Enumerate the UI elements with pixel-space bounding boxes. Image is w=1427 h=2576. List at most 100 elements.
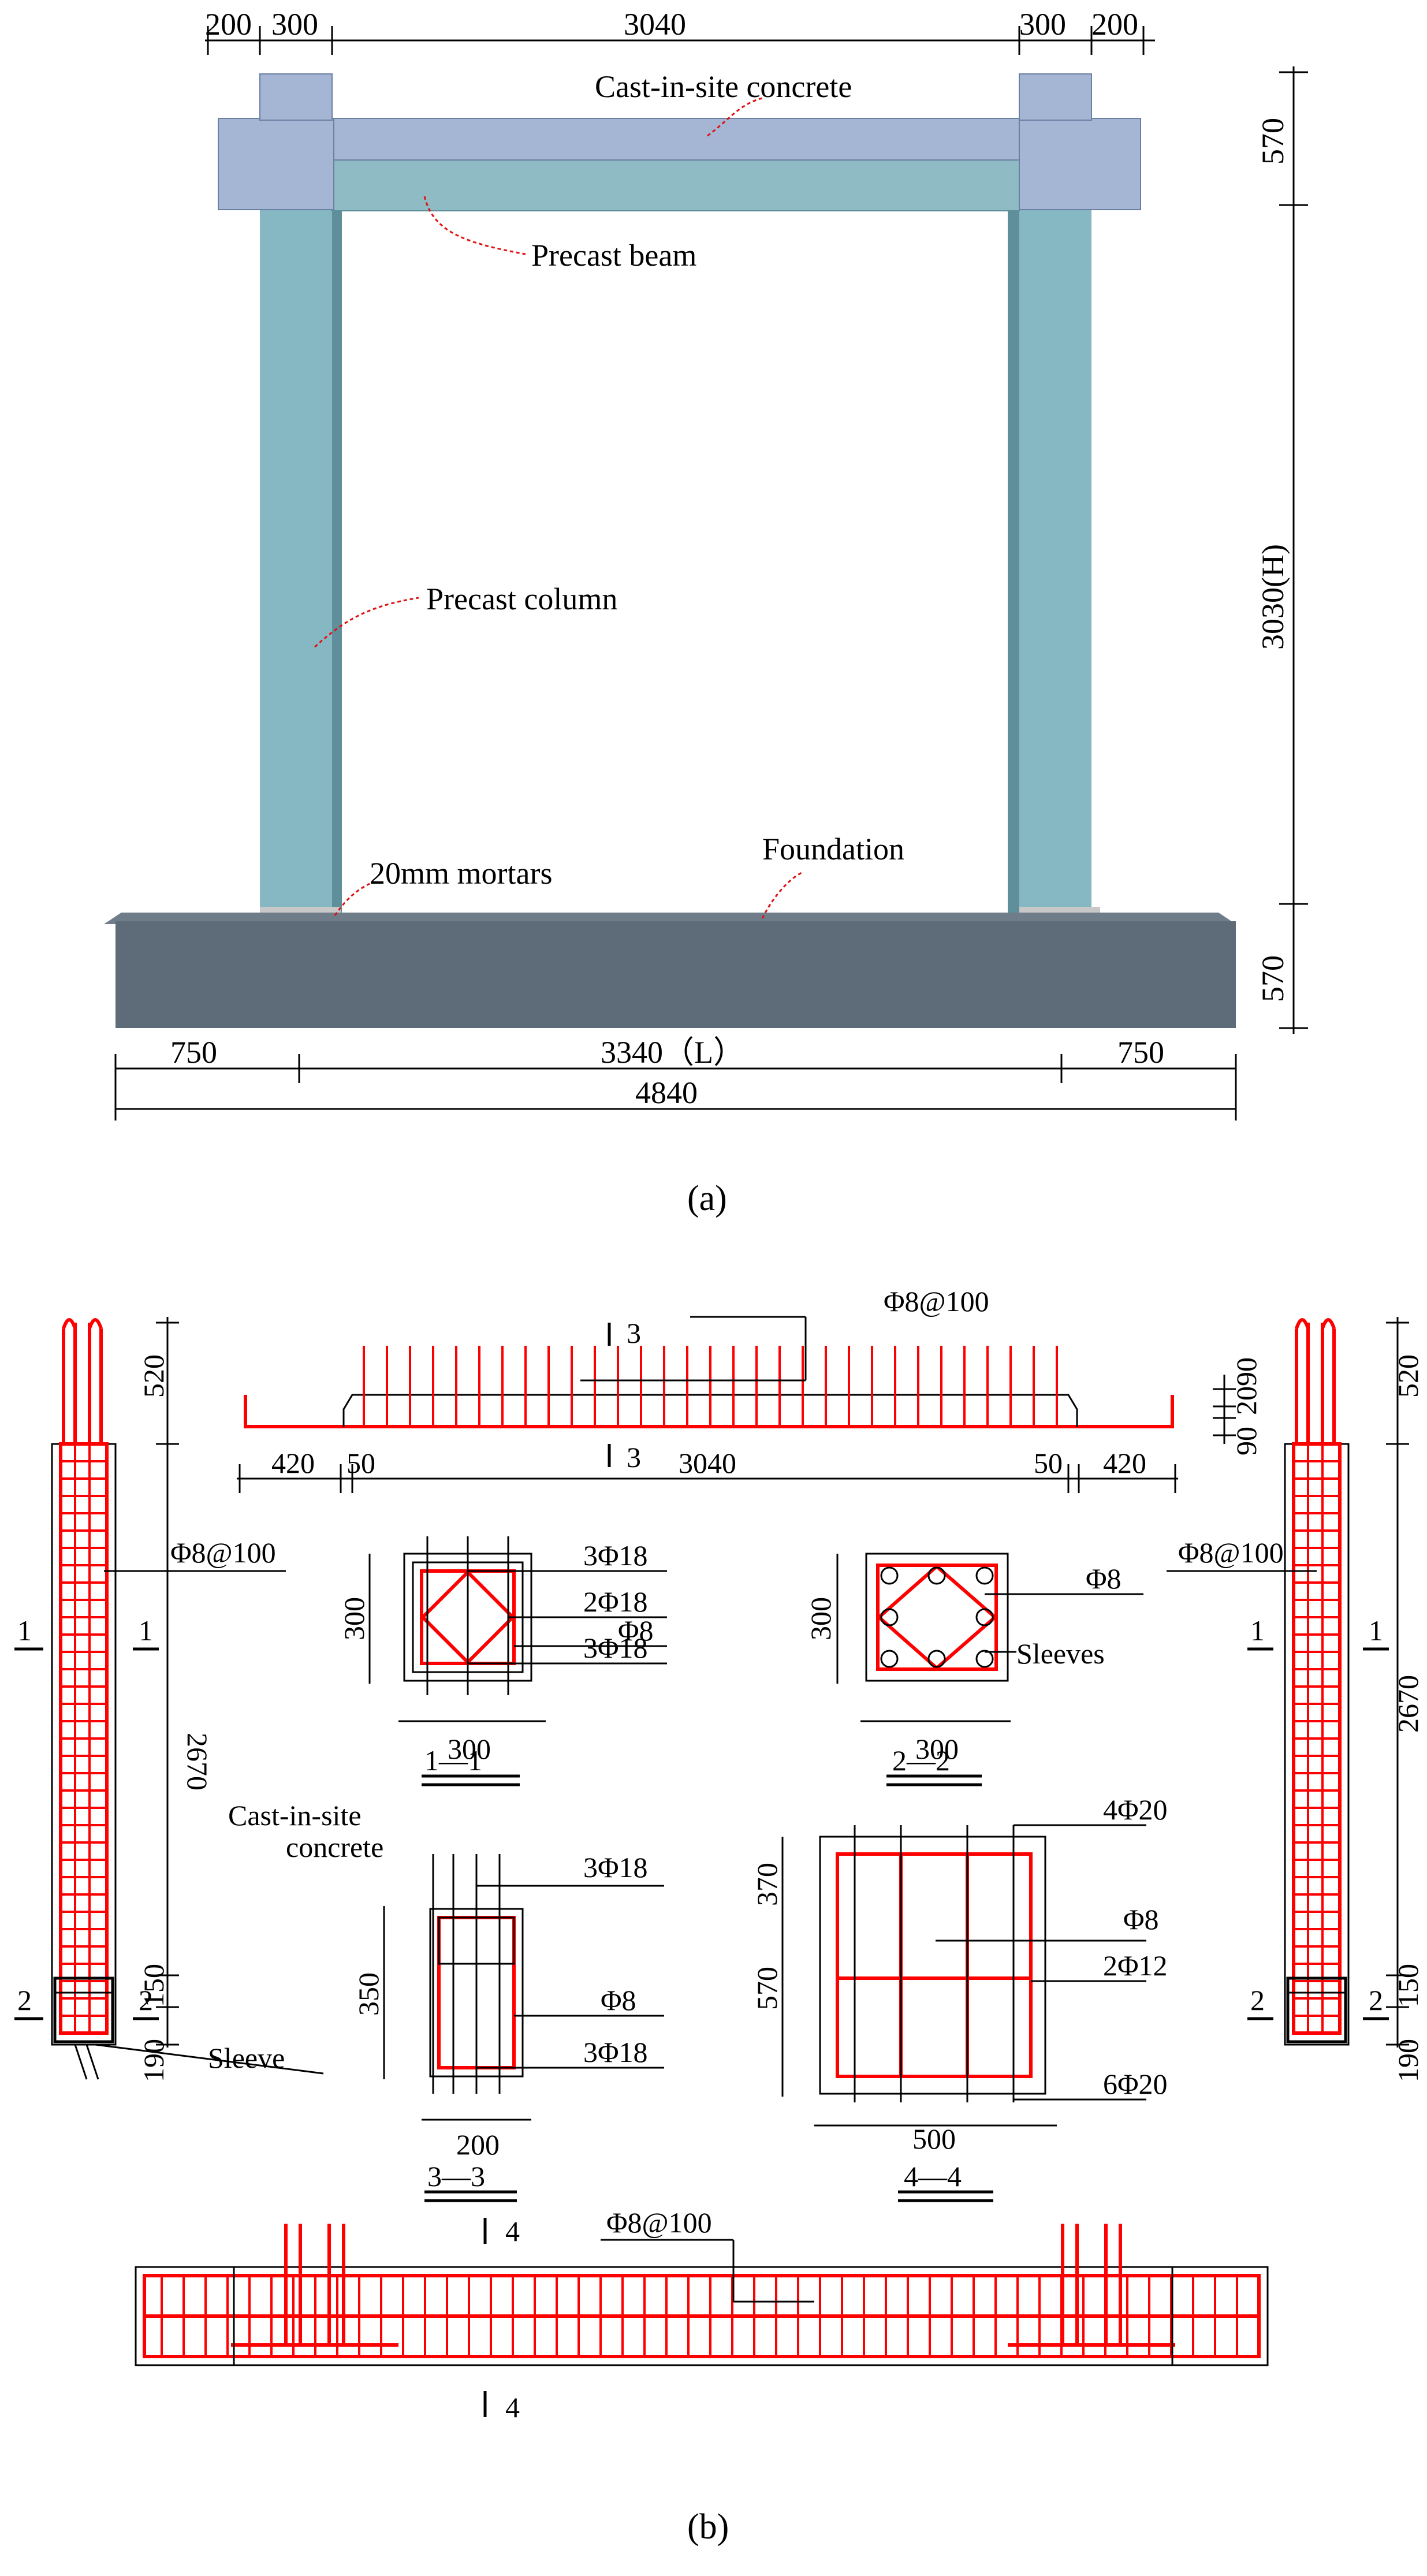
foundation-block [115,921,1236,1028]
sec44-bar-mid: 2Φ12 [1103,1949,1168,1982]
sec44-width: 500 [912,2123,956,2155]
sec33-title: 3—3 [427,2160,485,2192]
dim-top-4: 300 [1019,7,1066,42]
right-column-side [1008,208,1020,913]
label-precast-column: Precast column [426,582,617,616]
sec11-bar-bottom: 3Φ18 [583,1632,648,1664]
leader-precast-column [314,597,419,648]
left-column [260,202,332,913]
left-col-cut-2b: 2 [139,1984,153,2016]
right-col-dim-2670: 2670 [1392,1675,1424,1733]
left-col-dim-150: 150 [137,1964,170,2007]
dim-top-5: 200 [1091,7,1138,42]
beam-cut-mark-bottom: 3 [627,1441,641,1473]
beam-dim-420-left: 420 [271,1447,315,1479]
sec22-title: 2—2 [892,1744,950,1777]
right-col-dim-190: 190 [1392,2039,1424,2082]
section-3-3 [383,1854,664,2202]
leader-cast-in-site [707,97,763,137]
dim-top-2: 300 [271,7,318,42]
foundation-stirrup-note: Φ8@100 [606,2206,712,2239]
foundation-beam [135,2218,1269,2417]
sec33-height: 350 [352,1972,385,2016]
left-col-dim-190: 190 [137,2039,170,2082]
sec11-stirrup: Φ8 [618,1614,654,1647]
sec44-stirrup: Φ8 [1123,1903,1159,1935]
sec11-title: 1—1 [424,1744,482,1777]
right-column [1019,202,1091,913]
right-col-cut-2b: 2 [1369,1984,1383,2016]
beam-dim-50-left: 50 [346,1447,375,1479]
left-col-cut-1a: 1 [17,1614,32,1647]
sec11-width: 300 [448,1733,491,1765]
section-4-4 [781,1824,1146,2202]
dim-bottom-3: 750 [1117,1035,1164,1070]
right-mortar [1019,907,1100,913]
dim-total: 4840 [635,1075,698,1110]
left-col-dim-2670: 2670 [181,1733,214,1790]
left-column-side [329,208,342,913]
beam-elevation [237,1316,1236,1493]
sec44-title: 4—4 [904,2160,962,2192]
beam-dim-3040: 3040 [679,1447,736,1479]
beam-dim-90-top: 90 [1230,1357,1262,1386]
right-col-dim-520: 520 [1392,1354,1424,1398]
sec22-width: 300 [915,1733,959,1765]
section-1-1 [368,1536,667,1786]
sec33-width: 200 [456,2128,500,2161]
beam-cut-mark-top: 3 [627,1317,641,1349]
cast-in-site-layer [331,118,1020,161]
left-col-cut-2a: 2 [17,1984,32,2016]
label-mortars: 20mm mortars [370,856,552,891]
sec22-sleeves-label: Sleeves [1016,1637,1105,1670]
dim-bottom-1: 750 [170,1035,217,1070]
top-dimension: 200 300 3040 300 200 [205,7,1155,55]
panel-b: 520 2670 150 190 1 1 2 2 Φ8@100 Sleeve [14,1285,1424,2547]
left-col-dim-520: 520 [137,1354,170,1398]
sec22-stirrup: Φ8 [1086,1562,1122,1595]
right-dimension: 570 3030(H) 570 [1255,66,1308,1034]
label-cast-in-site: Cast-in-site concrete [595,69,852,104]
foundation-cut-bottom: 4 [505,2391,520,2424]
sec44-height-upper: 370 [751,1863,783,1906]
dim-right-3: 570 [1255,955,1290,1002]
left-joint-cap [259,73,333,121]
section-2-2 [836,1553,1143,1786]
sec11-bar-top: 3Φ18 [583,1539,648,1572]
right-col-cut-1b: 1 [1369,1614,1383,1647]
dim-top-1: 200 [205,7,252,42]
sec22-height: 300 [804,1597,837,1640]
beam-stirrup-note: Φ8@100 [884,1285,989,1317]
right-col-dim-150: 150 [1392,1964,1424,2007]
leader-mortars [334,883,370,916]
left-mortar [260,907,341,913]
caption-a: (a) [687,1179,727,1218]
caption-b: (b) [687,2507,729,2547]
sec11-bar-mid: 2Φ18 [583,1585,648,1618]
right-joint-cap [1019,73,1092,121]
sec44-bar-top: 4Φ20 [1103,1793,1168,1826]
sec33-bar-bottom: 3Φ18 [583,2036,648,2068]
sec33-bar-top: 3Φ18 [583,1851,648,1883]
panel-a: Cast-in-site concrete Precast beam Preca… [104,7,1308,1218]
sec44-bar-bottom: 6Φ20 [1103,2068,1168,2100]
sec33-cast-label-2: concrete [286,1831,383,1863]
beam-dim-20: 20 [1230,1386,1262,1415]
sec44-height-total: 570 [751,1967,783,2010]
beam-dim-50-right: 50 [1034,1447,1063,1479]
left-col-sleeve-label: Sleeve [208,2042,285,2074]
sec33-cast-label-1: Cast-in-site [228,1799,362,1832]
right-col-stirrup-note: Φ8@100 [1178,1536,1284,1569]
left-col-stirrup-note: Φ8@100 [170,1536,276,1569]
leader-foundation [761,871,803,919]
dim-top-3: 3040 [624,7,686,42]
left-joint [218,118,334,210]
dim-right-2: 3030(H) [1255,544,1290,650]
dim-bottom-2: 3340（L） [601,1035,744,1070]
bottom-dimension: 750 3340（L） 750 4840 [114,1035,1237,1121]
left-column-rebar [14,1317,324,2080]
sec11-height: 300 [338,1597,370,1640]
beam-dim-420-right: 420 [1103,1447,1146,1479]
left-col-cut-1b: 1 [139,1614,153,1647]
right-col-cut-1a: 1 [1250,1614,1265,1647]
